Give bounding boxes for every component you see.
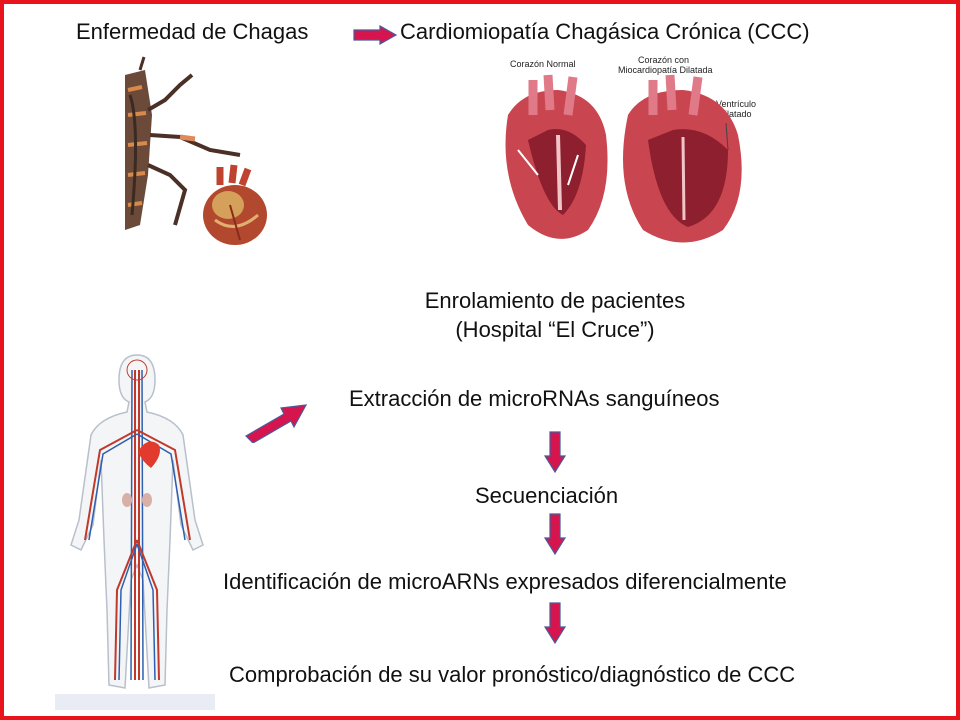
label-dilated-ventricle-line2: dilatado	[720, 109, 752, 119]
label-dilated-heart-line1: Corazón con	[638, 55, 689, 65]
step-enrollment-line2: (Hospital “El Cruce”)	[455, 317, 655, 342]
title-chronic-chagas-cardiomyopathy: Cardiomiopatía Chagásica Crónica (CCC)	[400, 19, 810, 44]
anatomical-heart-illustration	[203, 164, 267, 245]
diagonal-arrow-icon	[245, 404, 308, 443]
step-sequencing: Secuenciación	[475, 483, 619, 508]
circulatory-system-body-illustration	[55, 354, 215, 710]
label-dilated-ventricle-line1: Ventrículo	[716, 99, 756, 109]
title-arrow-icon	[353, 25, 398, 45]
step-validation: Comprobación de su valor pronóstico/diag…	[229, 662, 796, 687]
kissing-bug-illustration	[125, 56, 267, 245]
step-extraction: Extracción de microRNAs sanguíneos	[349, 386, 720, 411]
normal-heart-drawing	[505, 74, 608, 239]
down-arrow-icon-1	[543, 431, 567, 474]
down-arrow-icon-2	[543, 513, 567, 556]
body-heart-icon	[139, 441, 160, 468]
title-chagas-disease: Enfermedad de Chagas	[76, 19, 309, 44]
step-enrollment-line1: Enrolamiento de pacientes	[424, 288, 686, 313]
heart-cross-section-illustration: Corazón Normal Corazón con Miocardiopatí…	[505, 55, 756, 243]
down-arrow-icon-3	[543, 602, 567, 645]
step-identification: Identificación de microARNs expresados d…	[223, 569, 787, 594]
label-dilated-heart-line2: Miocardiopatía Dilatada	[618, 65, 713, 75]
dilated-heart-drawing	[623, 74, 742, 243]
label-normal-heart: Corazón Normal	[510, 59, 576, 69]
